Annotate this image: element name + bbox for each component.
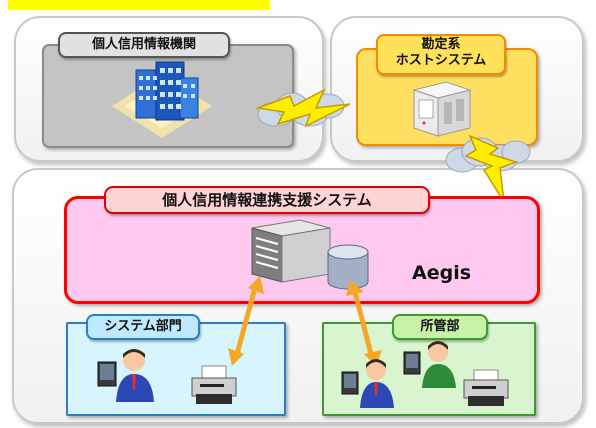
credit-bureau-label: 個人信用情報機関 [58,32,230,58]
printer-icon [463,369,509,406]
data-flow-arrow [346,280,382,366]
product-name: Aegis [412,262,472,284]
server-icon [251,219,331,283]
network-link-icon [255,88,351,128]
mainframe-icon [412,81,472,137]
data-flow-arrow [228,276,264,366]
building-icon [112,61,212,138]
printer-icon [191,365,237,404]
system-dept-label: システム部門 [86,314,200,340]
database-icon [327,244,369,290]
host-system-label: 勘定系 ホストシステム [376,34,506,75]
coop-system-label: 個人信用情報連携支援システム [104,186,430,214]
top-highlight-bar [8,0,270,10]
network-link-icon [445,134,531,203]
host-system-label-line2: ホストシステム [395,53,487,68]
user-workstation-icon [97,349,154,402]
user-workstation-icon [341,359,394,408]
host-system-label-line1: 勘定系 [421,37,461,52]
user-workstation-icon [403,341,456,388]
coop-system-box [64,196,540,304]
responsible-dept-label: 所管部 [392,314,488,340]
